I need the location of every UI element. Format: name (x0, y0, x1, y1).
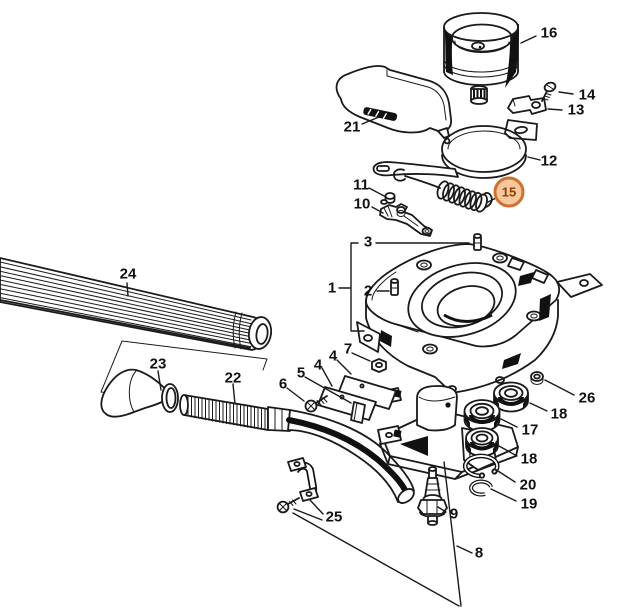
part-label-22: 22 (224, 369, 242, 387)
part-label-24: 24 (119, 265, 137, 283)
part-22-flex-hose (179, 394, 291, 432)
part-label-25: 25 (325, 508, 343, 526)
part-label-12: 12 (540, 152, 558, 170)
part-1-housing (356, 243, 603, 394)
part-label-9: 9 (449, 505, 459, 523)
part-25-clamp (276, 457, 319, 514)
part-label-4a: 4 (328, 347, 338, 365)
part-label-2: 2 (363, 282, 373, 300)
part-14-screw (541, 81, 557, 102)
part-26-nut (530, 371, 544, 385)
part-15-spring (392, 168, 493, 213)
part-23-nozzle (100, 368, 179, 418)
part-label-6: 6 (278, 375, 288, 393)
part-7-nut (371, 358, 387, 373)
part-label-11: 11 (353, 176, 369, 194)
part-8-elbow-tube (286, 409, 415, 504)
part-3-pin (473, 233, 482, 251)
part-16-clutch-drum (443, 12, 519, 105)
part-label-23: 23 (149, 355, 167, 373)
part-label-8: 8 (474, 544, 484, 562)
part-20-snap-ring (462, 453, 500, 479)
part-17-bearing (463, 399, 501, 432)
part-label-4b: 4 (313, 356, 323, 374)
part-19-ring (469, 479, 493, 497)
part-label-5: 5 (296, 364, 306, 382)
part-label-13: 13 (567, 101, 585, 119)
part-10-lever (379, 203, 433, 237)
part-label-26: 26 (578, 389, 596, 407)
part-21-cover (335, 65, 452, 145)
part-label-7: 7 (343, 340, 353, 358)
highlighted-part-marker-15[interactable]: 15 (493, 176, 525, 208)
part-18-bearing-lower (465, 427, 499, 457)
part-label-10: 10 (353, 195, 371, 213)
part-label-18a: 18 (550, 405, 568, 423)
group-8-bracket-lines (292, 461, 462, 607)
part-label-21: 21 (343, 118, 361, 136)
part-label-17: 17 (521, 421, 539, 439)
part-5-block (350, 401, 366, 424)
part-label-16: 16 (540, 24, 558, 42)
part-13-bracket (507, 95, 547, 115)
part-label-18b: 18 (520, 450, 538, 468)
part-9-spindle (417, 466, 448, 526)
part-4-gasket-a (337, 375, 397, 410)
part-label-3: 3 (363, 233, 373, 251)
part-6-screw (304, 395, 328, 413)
part-label-19: 19 (520, 495, 538, 513)
part-label-14: 14 (578, 86, 596, 104)
part-24-blower-tube (0, 257, 273, 351)
group-1-bracket-lines (338, 242, 470, 332)
part-2-pin (390, 278, 399, 296)
part-label-1: 1 (327, 279, 337, 297)
part-label-20: 20 (519, 476, 537, 494)
